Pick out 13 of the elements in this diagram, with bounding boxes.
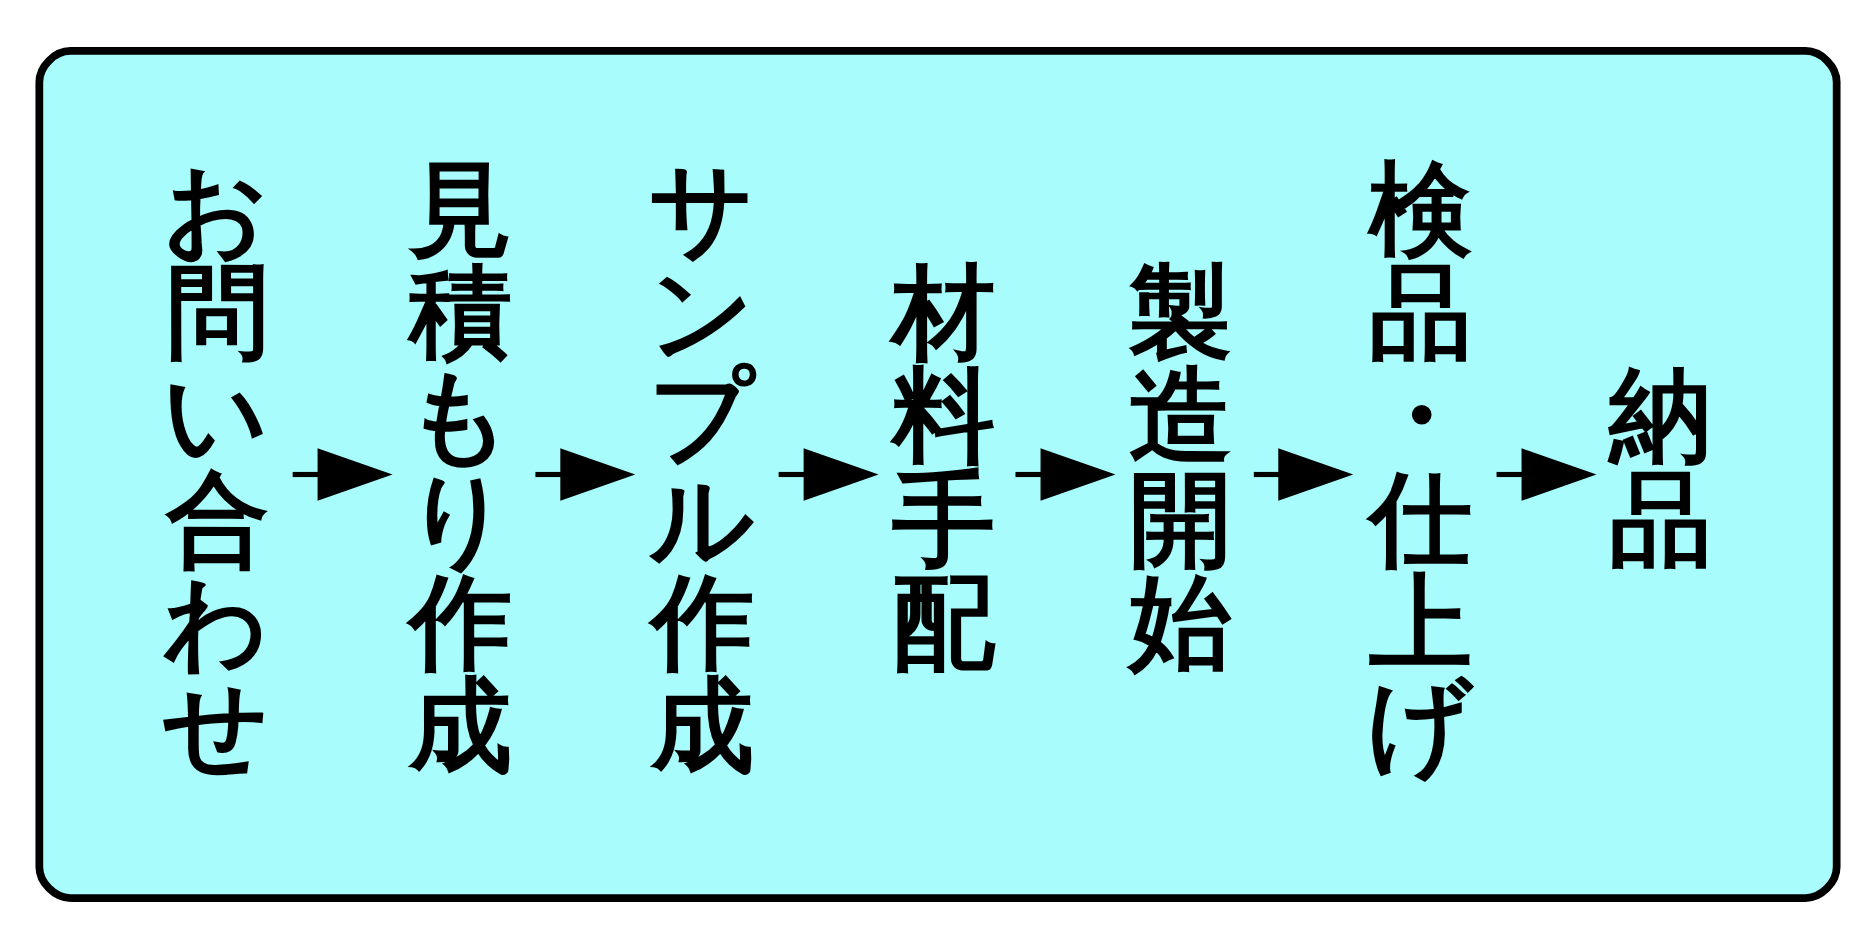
node-text: サンプル作成 [648, 148, 755, 785]
node-text: お問い合わせ [163, 148, 269, 785]
node-text: 見積もり作成 [406, 148, 512, 785]
arrow [778, 447, 879, 501]
node-text: 材料手配 [891, 251, 995, 682]
cluster [35, 46, 1841, 902]
node-text: 検品・仕上げ [1366, 148, 1473, 785]
arrow [1496, 447, 1597, 501]
arrow [1015, 447, 1116, 501]
arrow [1253, 447, 1354, 501]
arrow [535, 447, 636, 501]
node-text: 納品 [1609, 354, 1713, 579]
arrow [292, 447, 393, 501]
